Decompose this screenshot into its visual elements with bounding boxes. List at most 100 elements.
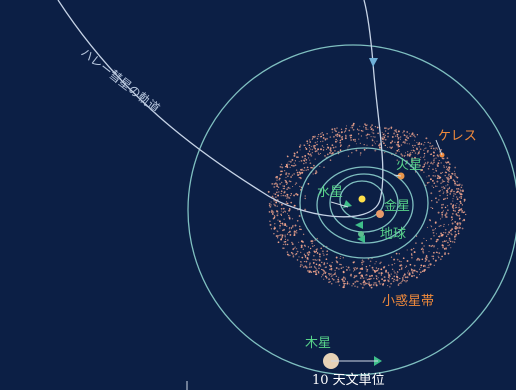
asteroid-dot: [279, 165, 282, 168]
asteroid-dot: [406, 249, 408, 251]
asteroid-dot: [298, 176, 300, 179]
asteroid-dot: [368, 281, 370, 283]
asteroid-dot: [375, 283, 377, 285]
asteroid-dot: [439, 258, 442, 261]
asteroid-dot: [453, 241, 456, 243]
asteroid-dot: [310, 240, 313, 242]
asteroid-dot: [375, 267, 378, 269]
asteroid-dot: [416, 163, 418, 165]
asteroid-dot: [309, 154, 311, 156]
asteroid-dot: [425, 257, 427, 259]
asteroid-dot: [447, 252, 450, 255]
asteroid-dot: [404, 152, 407, 154]
asteroid-dot: [363, 148, 366, 151]
asteroid-dot: [316, 237, 319, 240]
asteroid-dot: [448, 178, 451, 180]
asteroid-dot: [435, 185, 437, 187]
asteroid-dot: [444, 197, 447, 200]
asteroid-dot: [448, 166, 451, 169]
asteroid-dot: [275, 191, 278, 194]
asteroid-dot: [400, 136, 402, 138]
asteroid-dot: [310, 154, 313, 157]
asteroid-dot: [427, 161, 429, 164]
asteroid-dot: [309, 162, 312, 165]
asteroid-dot: [382, 283, 385, 285]
asteroid-dot: [441, 204, 443, 206]
asteroid-dot: [360, 130, 363, 132]
asteroid-dot: [440, 148, 443, 151]
asteroid-dot: [410, 268, 413, 271]
asteroid-dot: [398, 268, 401, 271]
asteroid-dot: [396, 133, 399, 136]
asteroid-dot: [314, 239, 316, 241]
asteroid-dot: [384, 130, 387, 132]
asteroid-dot: [406, 276, 409, 279]
asteroid-dot: [423, 144, 425, 146]
asteroid-dot: [416, 259, 418, 261]
asteroid-dot: [443, 166, 446, 169]
asteroid-dot: [440, 182, 442, 185]
asteroid-dot: [456, 227, 459, 229]
asteroid-dot: [412, 151, 414, 154]
asteroid-dot: [371, 139, 374, 142]
asteroid-dot: [459, 189, 462, 192]
asteroid-dot: [392, 280, 395, 283]
asteroid-dot: [319, 265, 322, 267]
asteroid-dot: [378, 144, 380, 146]
asteroid-dot: [268, 204, 271, 207]
asteroid-dot: [321, 132, 323, 134]
asteroid-dot: [332, 274, 335, 276]
asteroid-dot: [373, 282, 376, 284]
asteroid-dot: [276, 175, 278, 178]
asteroid-dot: [322, 253, 324, 255]
asteroid-dot: [395, 143, 398, 146]
asteroid-dot: [273, 233, 275, 235]
asteroid-dot: [325, 258, 328, 261]
asteroid-dot: [291, 252, 294, 255]
asteroid-dot: [304, 154, 307, 157]
asteroid-dot: [289, 160, 292, 163]
asteroid-dot: [441, 179, 444, 181]
asteroid-dot: [360, 267, 363, 270]
asteroid-dot: [398, 145, 401, 148]
asteroid-dot: [446, 211, 448, 213]
asteroid-dot: [364, 123, 366, 126]
asteroid-dot: [284, 165, 287, 168]
asteroid-dot: [455, 233, 458, 236]
asteroid-dot: [276, 185, 279, 188]
asteroid-dot: [328, 274, 331, 276]
asteroid-dot: [393, 129, 396, 132]
asteroid-dot: [430, 225, 432, 227]
asteroid-dot: [461, 204, 464, 206]
asteroid-dot: [420, 266, 422, 268]
asteroid-dot: [354, 138, 356, 140]
asteroid-dot: [428, 266, 430, 269]
asteroid-dot: [462, 189, 464, 191]
asteroid-dot: [368, 133, 371, 136]
asteroid-dot: [318, 258, 320, 260]
asteroid-dot: [277, 234, 279, 237]
asteroid-dot: [427, 168, 430, 170]
asteroid-dot: [302, 233, 305, 236]
asteroid-dot: [288, 254, 290, 257]
asteroid-dot: [307, 246, 310, 248]
asteroid-dot: [305, 148, 308, 150]
asteroid-dot: [441, 211, 443, 214]
asteroid-dot: [350, 139, 352, 141]
asteroid-dot: [452, 209, 455, 212]
asteroid-dot: [324, 139, 327, 141]
asteroid-dot: [410, 248, 413, 251]
asteroid-dot: [273, 211, 275, 213]
asteroid-dot: [400, 282, 402, 284]
asteroid-dot: [432, 231, 435, 234]
asteroid-dot: [445, 185, 447, 187]
asteroid-dot: [286, 243, 289, 246]
asteroid-dot: [337, 281, 339, 283]
asteroid-dot: [441, 181, 443, 183]
asteroid-dot: [326, 262, 329, 265]
asteroid-dot: [295, 182, 298, 185]
asteroid-dot: [391, 278, 393, 280]
asteroid-dot: [441, 171, 444, 174]
asteroid-dot: [384, 127, 386, 129]
